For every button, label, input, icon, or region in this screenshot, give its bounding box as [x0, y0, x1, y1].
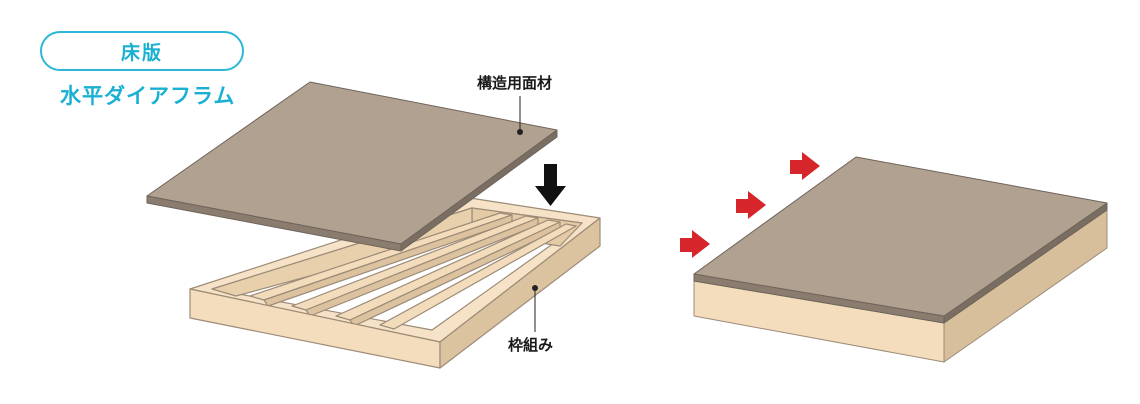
- panel-label-leader: [517, 96, 523, 135]
- floor-panel-top: [693, 156, 1108, 317]
- frame-front-right: [439, 217, 601, 369]
- down-arrow-icon: [535, 164, 566, 206]
- assembled-floor: [693, 156, 1108, 363]
- floor-slab-tag: 床版: [40, 31, 244, 71]
- frame-label: 枠組み: [508, 336, 554, 354]
- force-arrow-top: [742, 152, 820, 180]
- panel-edge-right: [400, 129, 558, 252]
- joist-4: [379, 223, 577, 330]
- panel-label: 構造用面材: [477, 74, 553, 92]
- force-arrow-bottom: [632, 230, 710, 258]
- frame-label-leader: [532, 285, 538, 332]
- force-arrow-icon: [632, 152, 820, 258]
- frame-assembly: [189, 197, 601, 369]
- force-arrow-middle: [688, 191, 766, 219]
- diagram-subtitle: 水平ダイアフラム: [60, 84, 236, 108]
- panel-assembly: [146, 81, 558, 252]
